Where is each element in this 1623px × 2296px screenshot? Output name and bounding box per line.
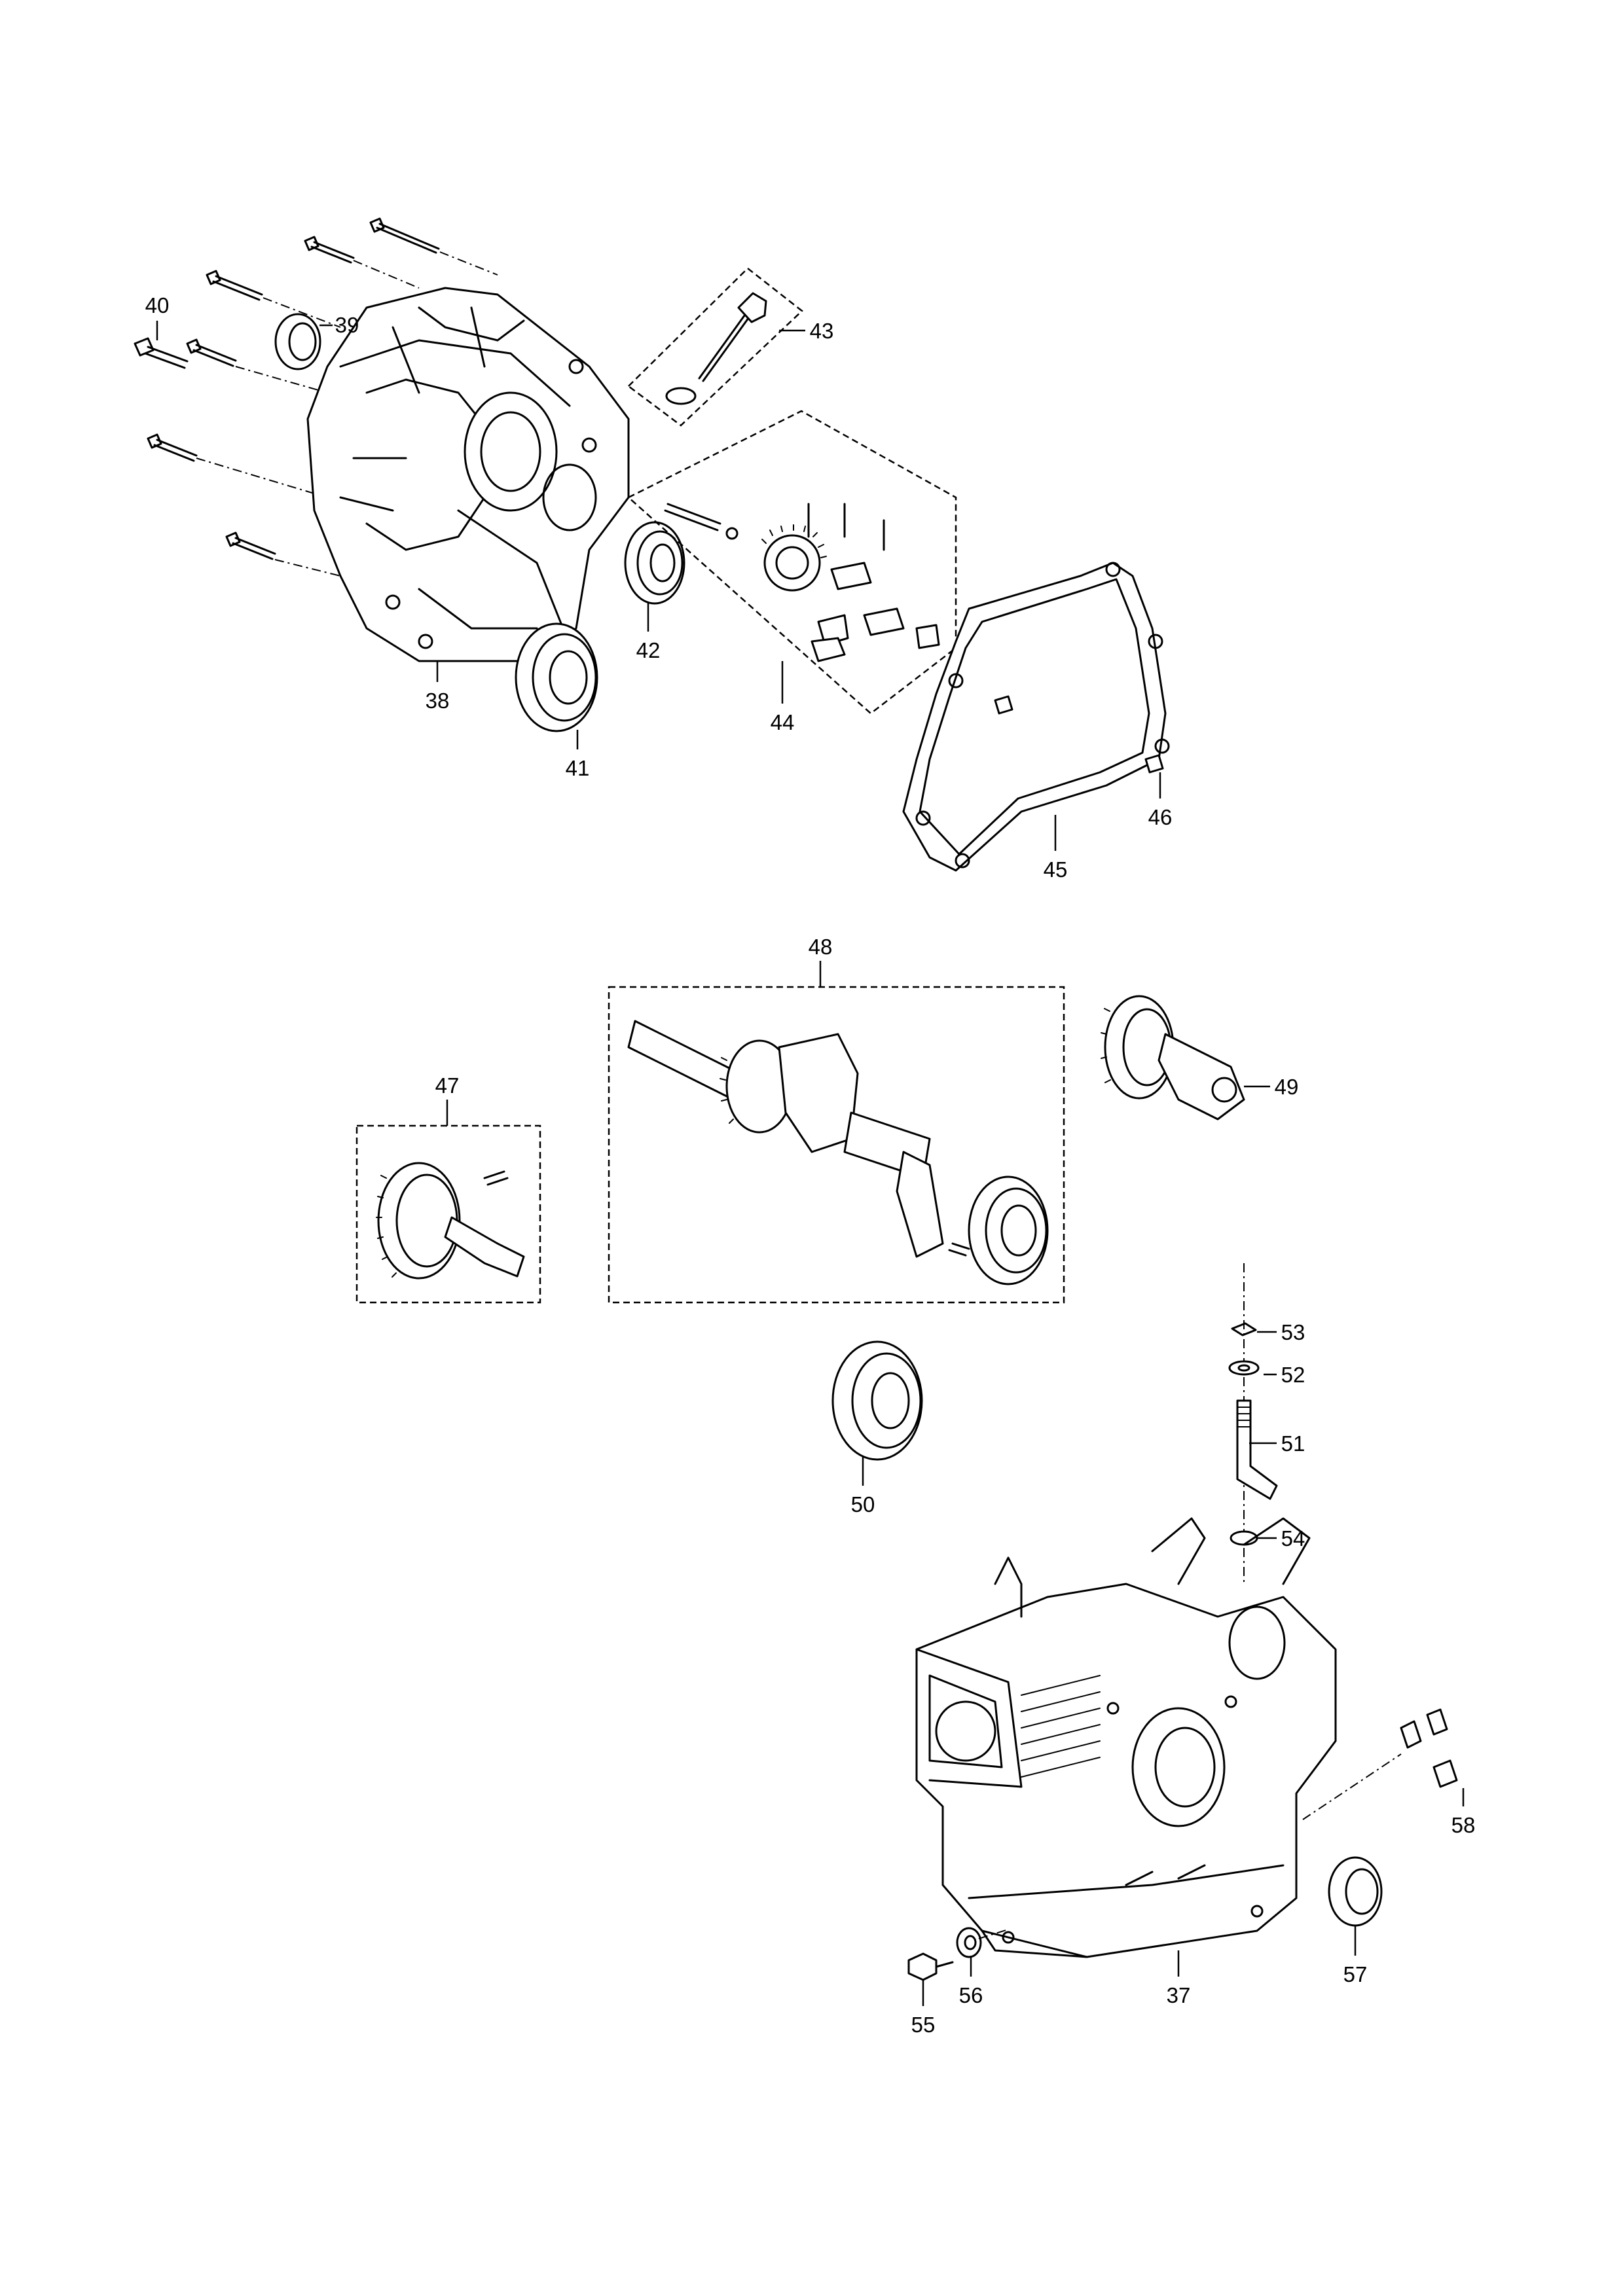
oil-drain-parts bbox=[1228, 1263, 1278, 1584]
gasket-45 bbox=[902, 562, 1170, 872]
label-53: 53 bbox=[1281, 1320, 1305, 1344]
label-51: 51 bbox=[1281, 1431, 1305, 1456]
label-39: 39 bbox=[335, 313, 359, 337]
oil-seal-57 bbox=[1328, 1856, 1383, 1927]
label-37: 37 bbox=[1167, 1983, 1191, 2007]
label-41: 41 bbox=[566, 756, 590, 780]
bearing-41 bbox=[515, 622, 598, 732]
label-55: 55 bbox=[911, 2013, 936, 2037]
label-56: 56 bbox=[959, 1983, 983, 2007]
label-42: 42 bbox=[636, 638, 661, 662]
washer-56 bbox=[956, 1927, 1009, 1958]
label-44: 44 bbox=[771, 710, 795, 734]
label-49: 49 bbox=[1275, 1075, 1299, 1099]
bearing-50 bbox=[831, 1340, 923, 1461]
label-47: 47 bbox=[435, 1073, 460, 1098]
balancer-shaft-49 bbox=[1101, 995, 1245, 1121]
dipstick-assembly-43 bbox=[627, 267, 803, 427]
label-54: 54 bbox=[1281, 1526, 1305, 1551]
leader-lines bbox=[156, 321, 1465, 2006]
drain-bolt-55 bbox=[907, 1952, 954, 1981]
camshaft-assembly-47 bbox=[356, 1124, 541, 1304]
dowel-pin-46 bbox=[994, 695, 1164, 774]
label-50: 50 bbox=[851, 1492, 875, 1516]
label-57: 57 bbox=[1343, 1962, 1368, 1986]
governor-assembly-44 bbox=[627, 410, 957, 715]
label-45: 45 bbox=[1044, 857, 1068, 882]
level-switch-parts bbox=[1302, 1708, 1458, 1820]
label-43: 43 bbox=[810, 319, 834, 343]
label-58: 58 bbox=[1451, 1813, 1476, 1837]
label-40: 40 bbox=[145, 293, 170, 317]
crankshaft-assembly-48 bbox=[608, 986, 1065, 1304]
bearing-42 bbox=[624, 521, 685, 605]
label-52: 52 bbox=[1281, 1363, 1305, 1387]
label-46: 46 bbox=[1148, 805, 1173, 829]
crankcase bbox=[915, 1517, 1337, 1958]
oil-seal-39 bbox=[274, 313, 321, 370]
label-38: 38 bbox=[426, 689, 450, 713]
bolt-set-cover bbox=[134, 217, 498, 583]
crankcase-cover bbox=[306, 287, 630, 662]
label-48: 48 bbox=[809, 935, 833, 959]
part-number-labels: 38 39 40 41 42 43 44 45 46 47 48 49 50 5… bbox=[145, 293, 1476, 2037]
